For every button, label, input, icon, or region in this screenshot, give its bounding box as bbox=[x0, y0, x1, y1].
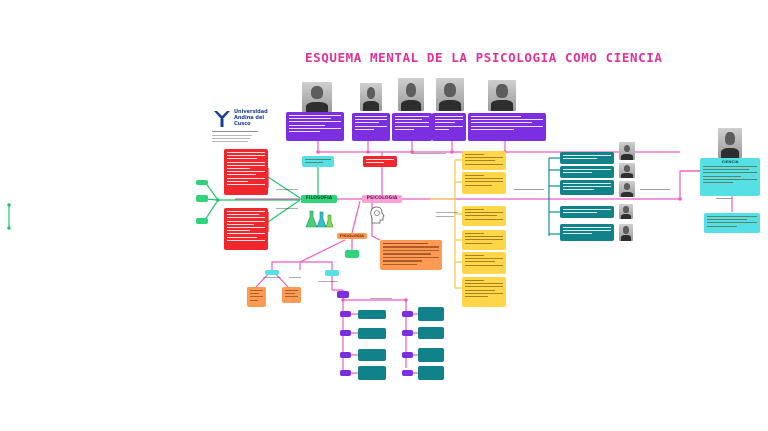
fisiologia-green-box bbox=[345, 250, 359, 258]
portrait-7 bbox=[619, 163, 635, 178]
red-box-top bbox=[224, 149, 268, 195]
yellow-box-2 bbox=[462, 172, 506, 194]
list-right-teal-1 bbox=[418, 307, 444, 321]
list-right-purple-1 bbox=[402, 311, 413, 317]
portrait-10 bbox=[619, 224, 633, 241]
tree-cyan-box-1 bbox=[265, 270, 279, 275]
tree-purple-box bbox=[337, 291, 349, 298]
red-box-bottom bbox=[224, 208, 268, 250]
author-box-1 bbox=[286, 112, 344, 141]
fisiologia-node: FISIOLOGIA bbox=[337, 233, 367, 239]
green-box-3 bbox=[196, 218, 208, 224]
list-left-purple-1 bbox=[340, 311, 351, 317]
portrait-9 bbox=[619, 204, 633, 219]
list-right-purple-4 bbox=[402, 370, 413, 376]
list-right-teal-2 bbox=[418, 327, 444, 339]
psicologia-label: PSICOLOGIA bbox=[366, 196, 398, 201]
ciencia-label: CIENCIA bbox=[721, 159, 739, 164]
page-title: ESQUEMA MENTAL DE LA PSICOLOGIA COMO CIE… bbox=[305, 50, 663, 65]
portrait-4 bbox=[436, 78, 464, 111]
author-box-4 bbox=[432, 113, 466, 141]
teal-box-4 bbox=[560, 206, 614, 218]
portrait-11 bbox=[718, 128, 742, 158]
tree-orange-box-1 bbox=[247, 287, 266, 307]
university-name: Universidad Andina del Cusco bbox=[234, 109, 268, 127]
psicologia-node: PSICOLOGIA bbox=[362, 195, 402, 203]
fisiologia-label: FISIOLOGIA bbox=[339, 233, 365, 238]
portrait-8 bbox=[619, 181, 635, 197]
list-left-purple-2 bbox=[340, 330, 351, 336]
teal-box-2 bbox=[560, 166, 614, 178]
filosofia-label: FILOSOFIA bbox=[305, 196, 333, 201]
list-right-teal-3 bbox=[418, 348, 444, 362]
green-box-1 bbox=[196, 180, 208, 185]
portrait-5 bbox=[488, 80, 516, 111]
teal-box-3 bbox=[560, 180, 614, 195]
andina-logo-icon bbox=[214, 111, 230, 127]
flask-icon bbox=[305, 210, 334, 228]
portrait-2 bbox=[360, 83, 382, 111]
head-silhouette-icon bbox=[370, 206, 385, 224]
list-left-teal-4 bbox=[358, 366, 386, 380]
orange-large-box bbox=[380, 240, 442, 270]
ciencia-main-box: CIENCIA bbox=[700, 158, 760, 196]
yellow-box-3 bbox=[462, 206, 506, 226]
teal-box-1 bbox=[560, 152, 614, 164]
portrait-1 bbox=[302, 82, 332, 112]
yellow-box-4 bbox=[462, 230, 506, 250]
yellow-box-1 bbox=[462, 151, 506, 170]
list-right-purple-2 bbox=[402, 330, 413, 336]
list-right-purple-3 bbox=[402, 352, 413, 358]
author-box-3 bbox=[392, 113, 432, 141]
list-left-purple-4 bbox=[340, 370, 351, 376]
author-box-2 bbox=[352, 113, 390, 141]
tree-orange-box-2 bbox=[282, 287, 301, 303]
list-right-teal-4 bbox=[418, 366, 444, 380]
portrait-3 bbox=[398, 78, 424, 111]
filosofia-note-box bbox=[363, 156, 397, 167]
tree-cyan-box-2 bbox=[325, 270, 339, 276]
portrait-6 bbox=[619, 142, 635, 160]
list-left-teal-2 bbox=[358, 328, 386, 339]
ciencia-secondary-box bbox=[704, 213, 760, 233]
green-box-2 bbox=[196, 195, 208, 202]
filosofia-node: FILOSOFIA bbox=[301, 195, 337, 203]
list-left-teal-3 bbox=[358, 349, 386, 361]
author-box-5 bbox=[468, 113, 546, 141]
teal-box-5 bbox=[560, 224, 614, 241]
list-left-purple-3 bbox=[340, 352, 351, 358]
list-left-teal-1 bbox=[358, 310, 386, 319]
filosofia-definition-box bbox=[302, 156, 334, 167]
yellow-box-5 bbox=[462, 252, 506, 274]
yellow-box-6 bbox=[462, 277, 506, 307]
university-logo: Universidad Andina del Cusco bbox=[212, 106, 274, 130]
